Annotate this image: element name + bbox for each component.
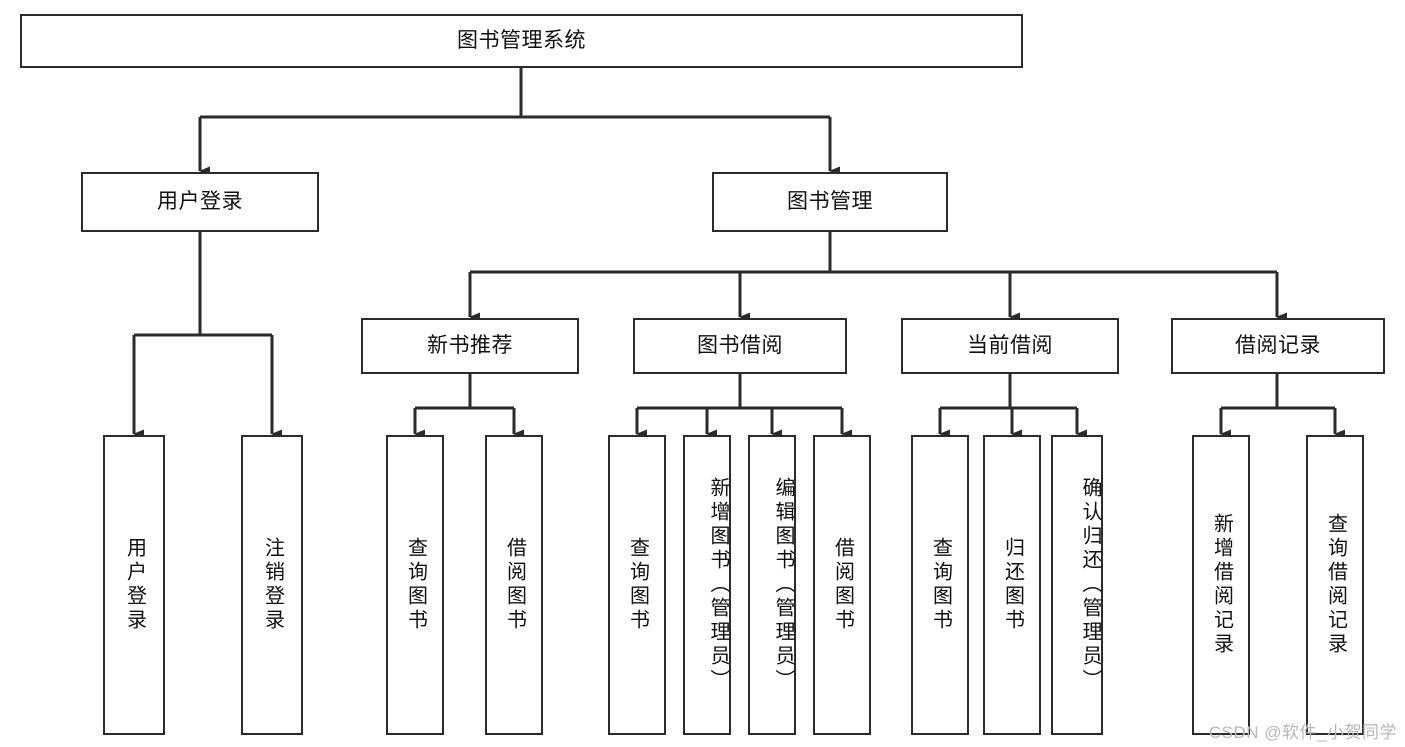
node-label: 借阅记录 — [1235, 334, 1321, 358]
watermark-text: CSDN @软件_小贺同学 — [1208, 723, 1397, 742]
node-label: 查询图书 — [626, 537, 649, 633]
node-book-borrow[interactable]: 图书借阅 — [633, 318, 847, 374]
node-label: 查询图书 — [929, 537, 952, 633]
node-label: 当前借阅 — [967, 334, 1053, 358]
node-leaf-edit-book[interactable]: 编辑图书（管理员） — [748, 435, 796, 735]
node-label: 借阅图书 — [503, 537, 526, 633]
node-label: 编辑图书（管理员） — [772, 477, 794, 693]
node-label: 用户登录 — [123, 537, 146, 633]
node-label: 归还图书 — [1001, 537, 1024, 633]
node-leaf-return-book[interactable]: 归还图书 — [983, 435, 1041, 735]
node-leaf-borrow-book-1[interactable]: 借阅图书 — [485, 435, 543, 735]
node-leaf-query-record[interactable]: 查询借阅记录 — [1306, 435, 1364, 735]
node-label: 确认归还（管理员） — [1079, 477, 1101, 693]
node-label: 借阅图书 — [831, 537, 854, 633]
node-current-borrow[interactable]: 当前借阅 — [901, 318, 1119, 374]
node-label: 用户登录 — [157, 190, 243, 214]
node-book-management[interactable]: 图书管理 — [712, 172, 948, 232]
node-leaf-add-book[interactable]: 新增图书（管理员） — [683, 435, 731, 735]
node-user-login[interactable]: 用户登录 — [81, 172, 319, 232]
node-label: 图书借阅 — [697, 334, 783, 358]
node-label: 查询借阅记录 — [1324, 513, 1347, 657]
node-label: 注销登录 — [261, 537, 284, 633]
node-label: 图书管理 — [787, 190, 873, 214]
node-leaf-confirm-return[interactable]: 确认归还（管理员） — [1051, 435, 1103, 735]
node-label: 新增图书（管理员） — [707, 477, 729, 693]
node-label: 图书管理系统 — [457, 29, 586, 53]
node-label: 查询图书 — [404, 537, 427, 633]
node-label: 新书推荐 — [427, 334, 513, 358]
node-borrow-record[interactable]: 借阅记录 — [1171, 318, 1385, 374]
node-leaf-user-login[interactable]: 用户登录 — [103, 435, 165, 735]
node-label: 新增借阅记录 — [1210, 513, 1233, 657]
node-leaf-query-book-3[interactable]: 查询图书 — [911, 435, 969, 735]
node-leaf-query-book-1[interactable]: 查询图书 — [386, 435, 444, 735]
node-root[interactable]: 图书管理系统 — [20, 14, 1023, 68]
node-leaf-borrow-book-2[interactable]: 借阅图书 — [813, 435, 871, 735]
node-new-book-recommend[interactable]: 新书推荐 — [361, 318, 579, 374]
node-leaf-query-book-2[interactable]: 查询图书 — [608, 435, 666, 735]
node-leaf-add-record[interactable]: 新增借阅记录 — [1192, 435, 1250, 735]
node-leaf-logout[interactable]: 注销登录 — [241, 435, 303, 735]
